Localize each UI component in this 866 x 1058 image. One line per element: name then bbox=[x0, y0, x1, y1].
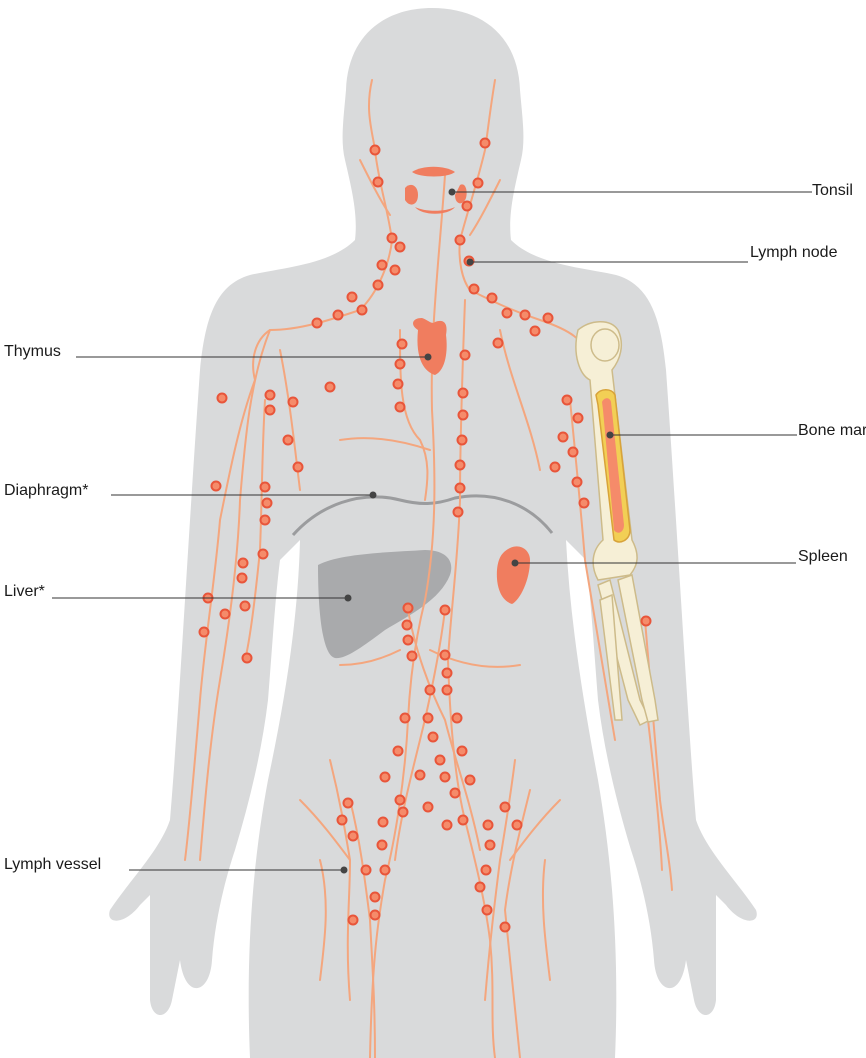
label-tonsil: Tonsil bbox=[812, 182, 853, 200]
label-spleen: Spleen bbox=[798, 548, 848, 566]
label-liver: Liver* bbox=[4, 583, 45, 601]
label-thymus: Thymus bbox=[4, 343, 61, 361]
label-lymph-vessel: Lymph vessel bbox=[4, 856, 101, 874]
label-diaphragm: Diaphragm* bbox=[4, 482, 88, 500]
label-lymph-node: Lymph node bbox=[750, 244, 837, 262]
label-bone-marrow: Bone marrow bbox=[798, 422, 866, 440]
